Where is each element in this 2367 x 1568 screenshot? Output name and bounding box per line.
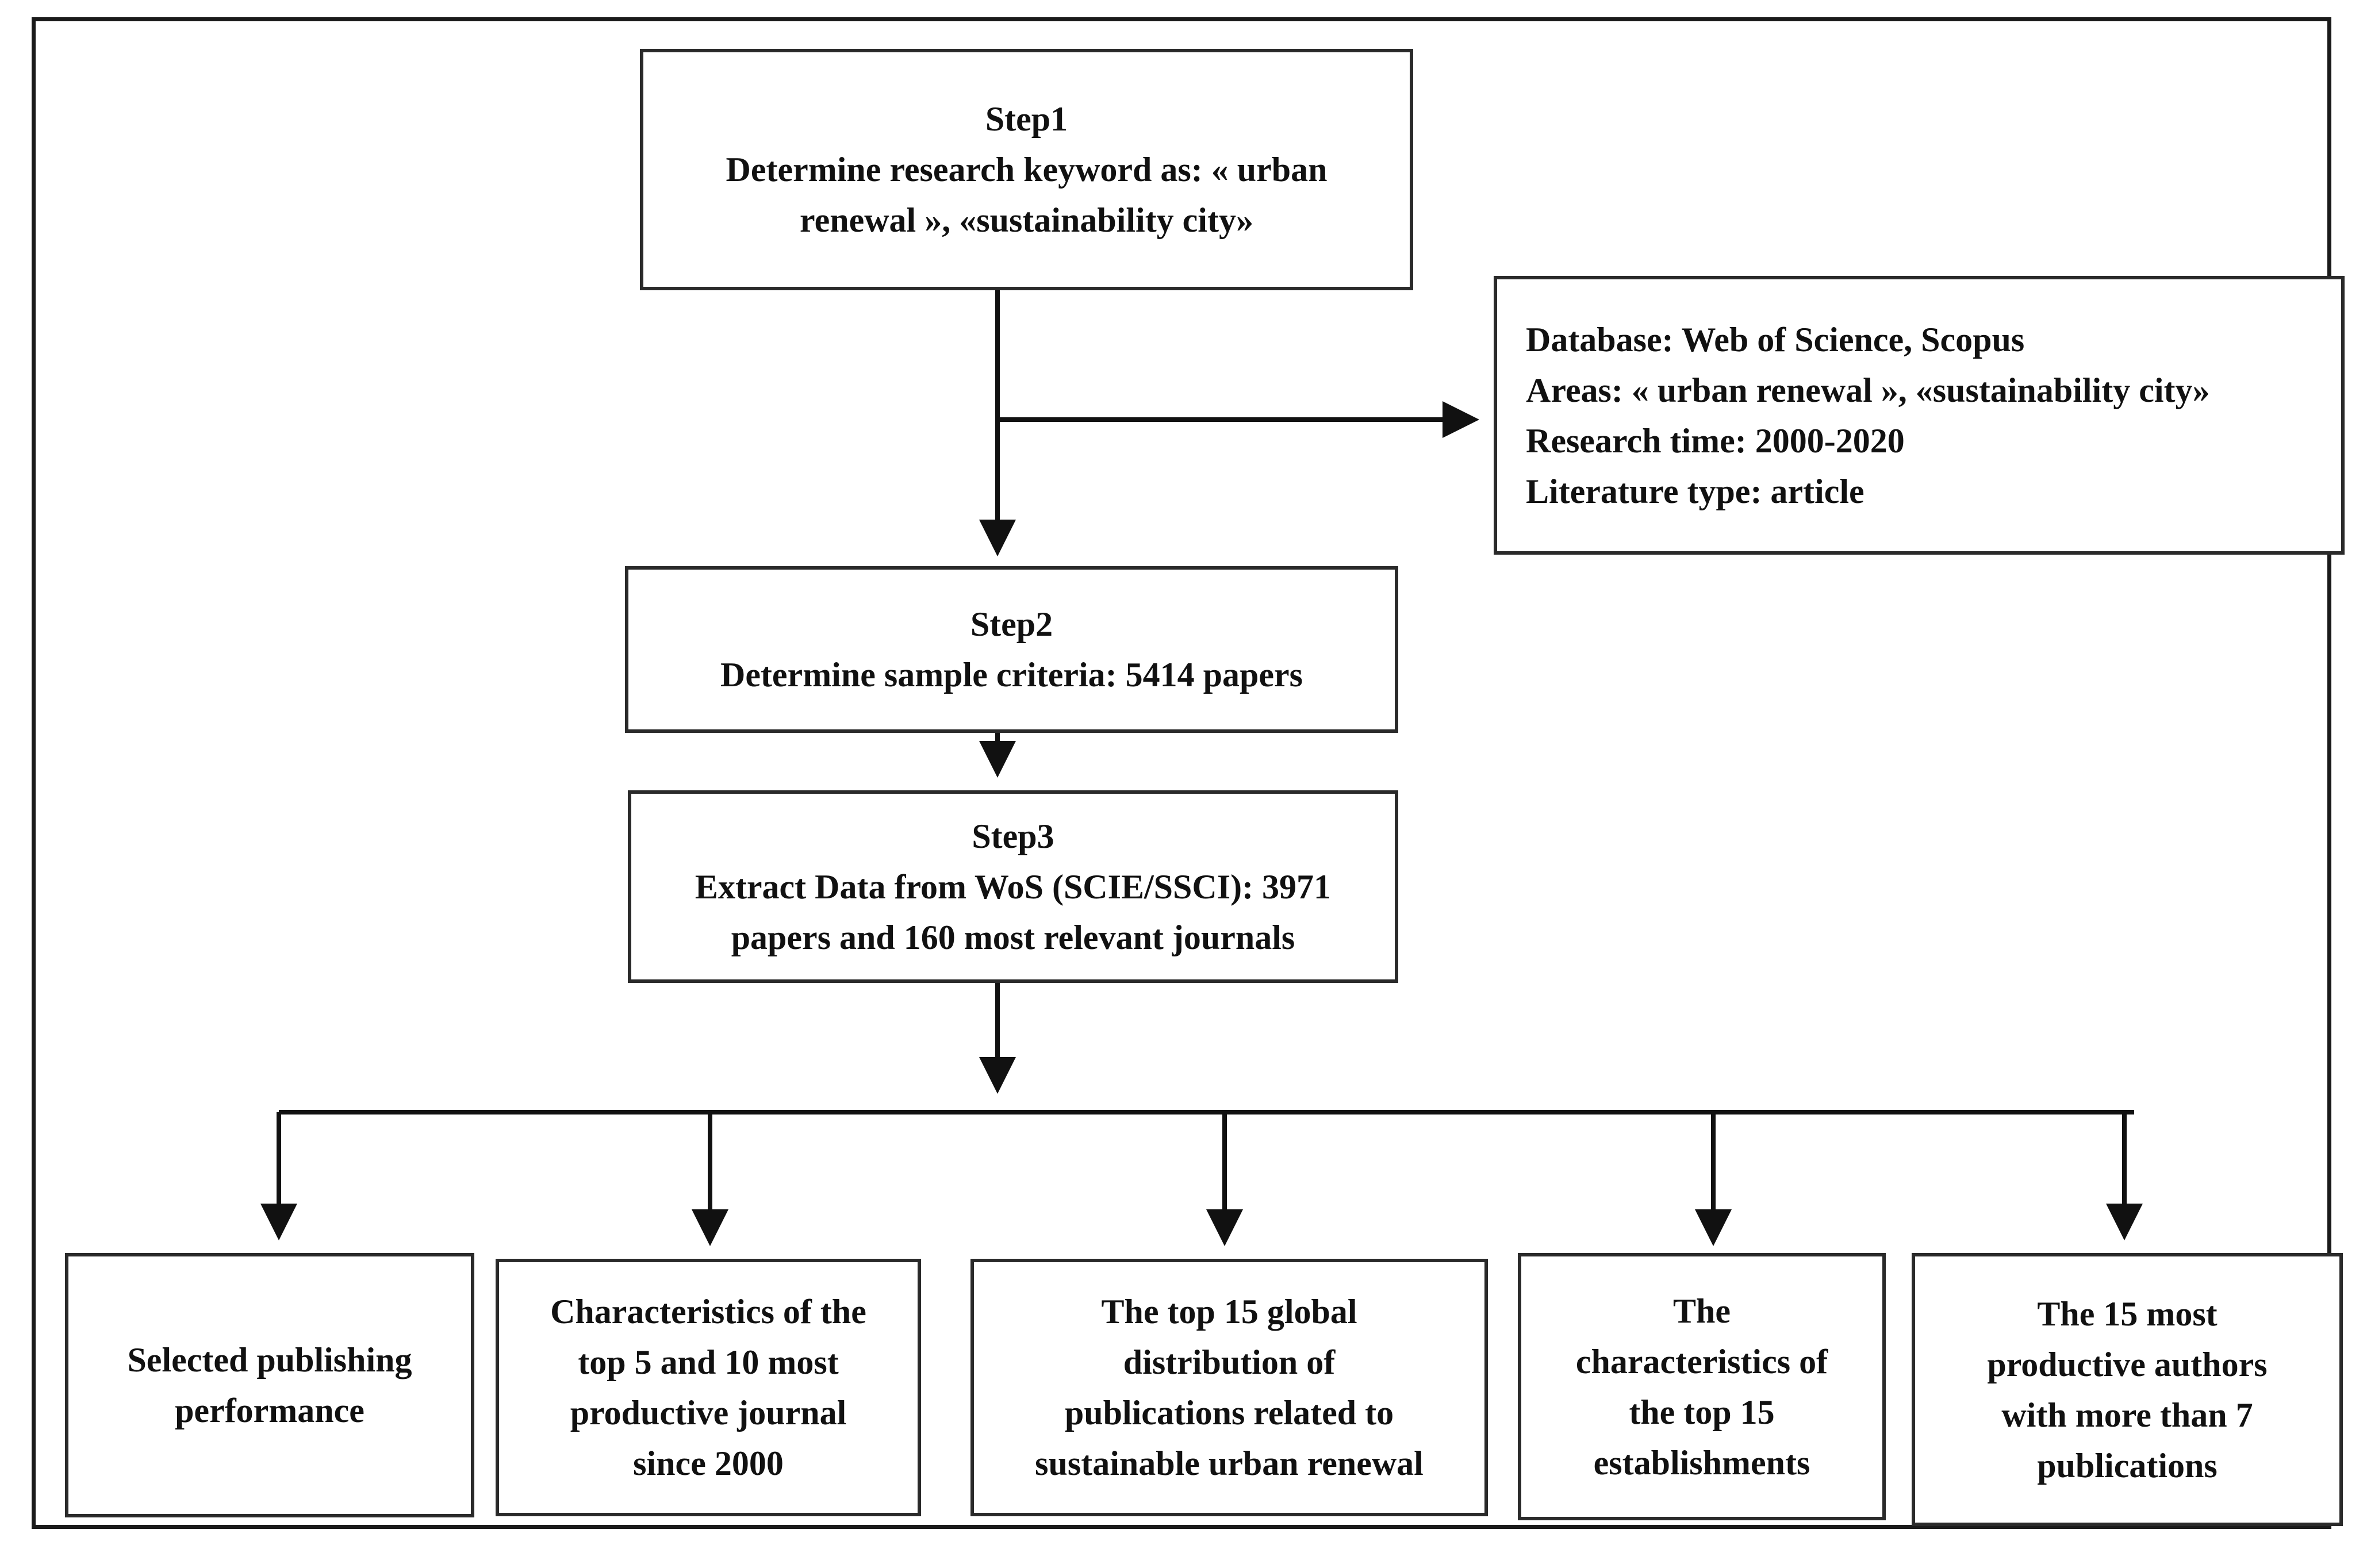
step1-text-line: renewal », «sustainability city»	[800, 201, 1253, 239]
step3-text-line: Extract Data from WoS (SCIE/SSCI): 3971	[695, 867, 1332, 906]
step2-text-line: Determine sample criteria: 5414 papers	[720, 656, 1303, 694]
output-text-line: with more than 7	[2001, 1396, 2253, 1434]
output-box-4: The characteristics of the top 15 establ…	[1518, 1253, 1886, 1520]
output-text-line: establishments	[1593, 1443, 1810, 1482]
diagram-frame	[32, 17, 2331, 1529]
output-text-line: since 2000	[633, 1444, 784, 1482]
criteria-literature-type: Literature type: article	[1526, 472, 1865, 510]
output-text-line: The	[1672, 1292, 1731, 1330]
step2-box: Step2 Determine sample criteria: 5414 pa…	[625, 566, 1398, 733]
step1-title: Step1	[985, 100, 1068, 138]
step1-box: Step1 Determine research keyword as: « u…	[640, 49, 1413, 290]
step3-text-line: papers and 160 most relevant journals	[731, 918, 1295, 956]
output-text-line: publications related to	[1064, 1394, 1394, 1432]
output-text-line: The 15 most	[2037, 1294, 2218, 1333]
output-text-line: Selected publishing	[127, 1341, 412, 1379]
output-text-line: distribution of	[1123, 1343, 1336, 1381]
step1-text-line: Determine research keyword as: « urban	[726, 151, 1328, 189]
output-text-line: productive authors	[1987, 1345, 2268, 1383]
step3-title: Step3	[972, 817, 1054, 855]
criteria-areas: Areas: « urban renewal », «sustainabilit…	[1526, 371, 2210, 409]
output-box-2: Characteristics of the top 5 and 10 most…	[496, 1259, 921, 1516]
output-box-1: Selected publishing performance	[65, 1253, 474, 1517]
output-text-line: sustainable urban renewal	[1035, 1444, 1424, 1482]
output-text-line: performance	[175, 1392, 365, 1429]
output-box-3: The top 15 global distribution of public…	[970, 1259, 1488, 1516]
step3-box: Step3 Extract Data from WoS (SCIE/SSCI):…	[628, 790, 1398, 983]
criteria-database: Database: Web of Science, Scopus	[1526, 320, 2025, 359]
output-text-line: productive journal	[570, 1394, 847, 1432]
step2-title: Step2	[970, 605, 1053, 643]
output-text-line: the top 15	[1629, 1393, 1775, 1431]
output-text-line: top 5 and 10 most	[578, 1343, 839, 1381]
criteria-research-time: Research time: 2000-2020	[1526, 421, 1905, 460]
output-text-line: Characteristics of the	[550, 1293, 866, 1331]
output-box-5: The 15 most productive authors with more…	[1912, 1253, 2343, 1526]
output-text-line: publications	[2037, 1446, 2218, 1485]
output-text-line: The top 15 global	[1101, 1293, 1357, 1331]
output-text-line: characteristics of	[1575, 1342, 1828, 1381]
criteria-box: Database: Web of Science, Scopus Areas: …	[1494, 276, 2345, 555]
